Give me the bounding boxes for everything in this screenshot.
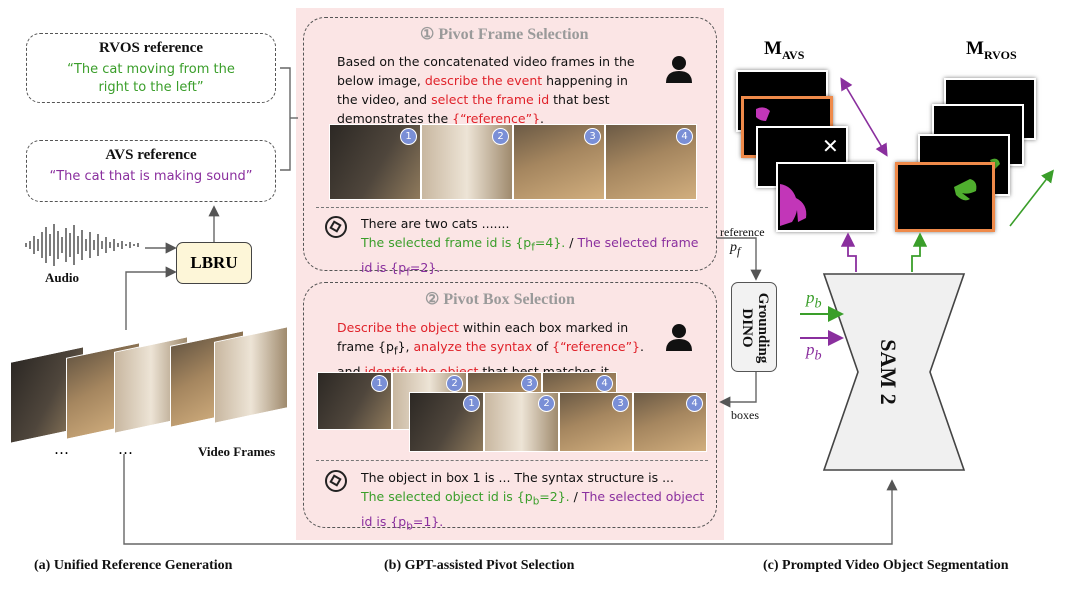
pb-purple-label: pb: [806, 340, 822, 364]
prompt-highlight: select the frame id: [431, 92, 550, 107]
pf-label: pf: [730, 240, 741, 258]
ellipsis-2: …: [118, 440, 133, 458]
boxes-label: boxes: [731, 408, 759, 422]
pivot-box-selection-box: [303, 282, 717, 528]
prompt-highlight: {“reference”}: [452, 111, 541, 126]
x-mark-icon: ✕: [822, 134, 839, 158]
reference-label: reference: [720, 225, 765, 239]
frame-number-badge: 4: [596, 375, 613, 392]
frame-number-badge: 1: [371, 375, 388, 392]
avs-reference-box: AVS reference “The cat that is making so…: [26, 140, 276, 202]
step1-prompt: Based on the concatenated video frames i…: [337, 52, 647, 128]
pivot-box-selection-title: ② Pivot Box Selection: [425, 291, 575, 308]
strip-frame: 2: [421, 124, 513, 200]
audio-label: Audio: [45, 270, 79, 285]
gpt-icon: [325, 216, 347, 238]
frame-number-badge: 2: [538, 395, 555, 412]
grounding-dino-module: Grounding DINO: [731, 282, 777, 372]
frame-number-badge: 1: [400, 128, 417, 145]
answer-slash: /: [565, 235, 578, 250]
avs-reference-text: “The cat that is making sound”: [49, 169, 253, 184]
frame-strip: 1 2 3 4: [329, 124, 697, 200]
strip-frame: 1: [317, 372, 392, 430]
m-rvos-label: MRVOS: [966, 38, 1017, 62]
m-avs-label: MAVS: [764, 38, 805, 62]
frame-number-badge: 2: [492, 128, 509, 145]
caption-c: (c) Prompted Video Object Segmentation: [763, 558, 1009, 573]
answer-purple: The selected frame id is {pf=2}.: [361, 235, 699, 278]
strip-frame: 3: [513, 124, 605, 200]
pb-green-label: pb: [806, 288, 822, 312]
pivot-frame-selection-title: ① Pivot Frame Selection: [420, 26, 589, 43]
strip-frame: 3: [559, 392, 633, 452]
answer-green: The selected frame id is {pf=4}.: [361, 235, 566, 254]
frame-number-badge: 3: [584, 128, 601, 145]
frame-number-badge: 1: [463, 395, 480, 412]
rvos-mask-frame-highlighted: [895, 162, 995, 232]
answer-purple: The selected object id is {pb=1}.: [361, 489, 705, 532]
audio-waveform: [25, 224, 139, 266]
avs-mask-frame: [776, 162, 876, 232]
video-frames-label: Video Frames: [198, 444, 276, 459]
rvos-reference-title: RVOS reference: [99, 40, 203, 56]
prompt-text: Based on the concatenated video frames i…: [337, 54, 635, 88]
pivot-frame-selection-box: [303, 17, 717, 271]
prompt-text: happening in the video, and: [337, 73, 628, 107]
frame-number-badge: 3: [521, 375, 538, 392]
ellipsis-1: …: [54, 440, 69, 458]
frame-number-badge: 2: [446, 375, 463, 392]
strip-frame: 1: [409, 392, 484, 452]
rvos-reference-box: RVOS reference “The cat moving from the …: [26, 33, 276, 103]
strip-frame: 1: [329, 124, 421, 200]
prompt-text: within each box marked in frame {pf},: [337, 320, 629, 358]
strip-frame: 4: [633, 392, 707, 452]
frame-strip-front: 1 2 3 4: [409, 392, 707, 452]
prompt-highlight: describe the event: [424, 73, 543, 88]
prompt-text: .: [540, 111, 545, 126]
avs-reference-title: AVS reference: [105, 147, 197, 163]
strip-frame: 2: [484, 392, 559, 452]
step1-answer: There are two cats ....... The selected …: [361, 214, 711, 282]
lbru-module: LBRU: [176, 242, 252, 284]
user-icon: [666, 324, 692, 351]
rvos-reference-text: “The cat moving from the right to the le…: [67, 62, 235, 95]
prompt-highlight: Describe the object: [337, 320, 459, 335]
answer-green: The selected object id is {pb=2}.: [361, 489, 570, 508]
caption-b: (b) GPT-assisted Pivot Selection: [384, 558, 575, 573]
sam2-module-shape: [822, 273, 966, 471]
caption-a: (a) Unified Reference Generation: [34, 558, 233, 573]
answer-text: The object in box 1 is ... The syntax st…: [361, 470, 674, 485]
prompt-text: of: [532, 339, 553, 354]
dashed-separator: [316, 460, 708, 461]
prompt-highlight: {“reference”}: [552, 339, 641, 354]
gpt-icon: [325, 470, 347, 492]
prompt-text: that best demonstrates the: [337, 92, 610, 126]
user-icon: [666, 56, 692, 83]
prompt-highlight: analyze the syntax: [413, 339, 533, 354]
frame-number-badge: 3: [612, 395, 629, 412]
frame-number-badge: 4: [686, 395, 703, 412]
frame-number-badge: 4: [676, 128, 693, 145]
answer-slash: /: [569, 489, 582, 504]
step2-answer: The object in box 1 is ... The syntax st…: [361, 468, 711, 536]
strip-frame: 4: [605, 124, 697, 200]
dashed-separator: [316, 207, 708, 208]
answer-text: There are two cats .......: [361, 216, 510, 231]
